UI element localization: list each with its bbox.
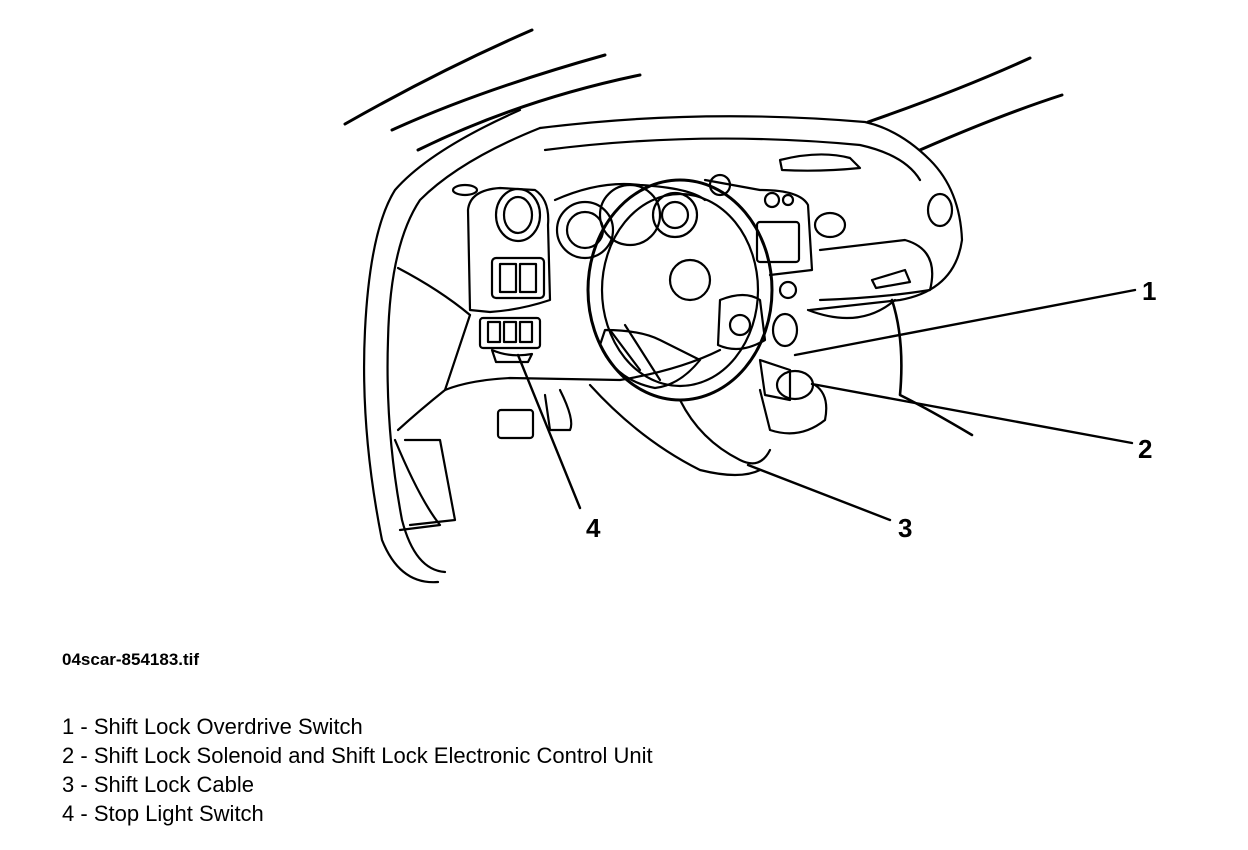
door-frame (362, 108, 542, 584)
windshield-lines (343, 28, 1064, 152)
callout-4: 4 (586, 513, 601, 543)
legend-text: Shift Lock Solenoid and Shift Lock Elect… (93, 743, 653, 768)
legend-separator: - (74, 772, 94, 797)
figure-file-name: 04scar-854183.tif (62, 650, 200, 669)
legend-separator: - (74, 743, 94, 768)
legend-separator: - (74, 714, 94, 739)
legend-number: 3 (62, 772, 75, 797)
callout-1: 1 (1142, 276, 1156, 306)
leader-lines (516, 288, 1137, 522)
legend-text: Shift Lock Overdrive Switch (93, 714, 363, 739)
legend-separator: - (74, 801, 94, 826)
legend-item: 3 - Shift Lock Cable (62, 770, 653, 799)
dashboard-line-drawing: 1 2 3 4 (343, 28, 1156, 584)
steering-column (496, 312, 828, 477)
legend-text: Shift Lock Cable (93, 772, 255, 797)
legend-number: 1 (62, 714, 75, 739)
steering-wheel (586, 178, 774, 402)
legend-number: 4 (62, 801, 75, 826)
center-stack (703, 173, 934, 302)
left-switch-panel (451, 183, 552, 364)
legend-text: Stop Light Switch (93, 801, 264, 826)
legend-item: 1 - Shift Lock Overdrive Switch (62, 712, 653, 741)
callout-2: 2 (1138, 434, 1152, 464)
legend-item: 4 - Stop Light Switch (62, 799, 653, 828)
instrument-cluster (553, 182, 707, 260)
callout-3: 3 (898, 513, 912, 543)
callout-legend: 1 - Shift Lock Overdrive Switch 2 - Shif… (62, 712, 653, 828)
legend-number: 2 (62, 743, 75, 768)
dashboard-outline (396, 115, 974, 437)
legend-item: 2 - Shift Lock Solenoid and Shift Lock E… (62, 741, 653, 770)
